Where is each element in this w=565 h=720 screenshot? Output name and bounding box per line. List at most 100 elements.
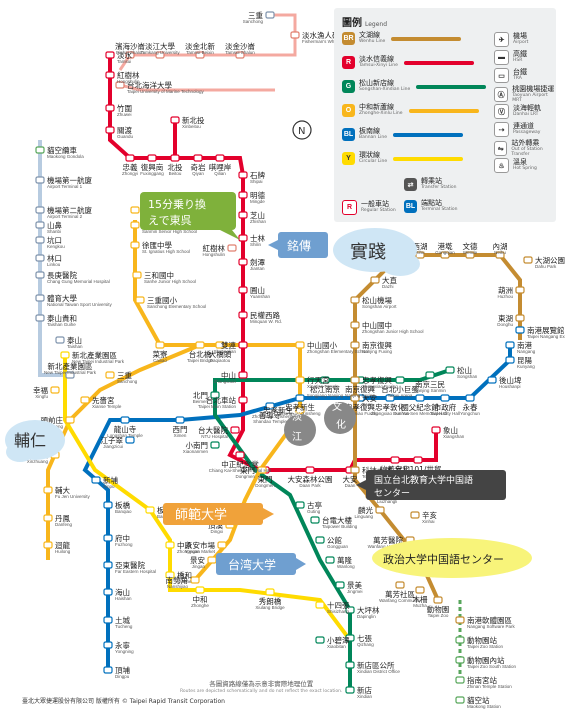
station-marker	[230, 426, 240, 434]
airport-icon: ✈	[494, 32, 509, 47]
annotation-ntnu-line1: 国立台北教育大学中国語	[374, 474, 473, 486]
annotation-nccu: 政治大学中国語センター	[372, 538, 532, 578]
station-name-en: Zhongshan Junior High School	[362, 329, 424, 334]
station-marker	[375, 506, 385, 514]
station-name-en: Xingtian Temple	[307, 384, 339, 389]
station-name-en: Taipei Main Station	[198, 404, 237, 409]
station-name: 關渡	[117, 125, 132, 135]
station-name-en: Tamkang University	[140, 50, 180, 55]
station-name-en: Shuanglian	[213, 349, 236, 354]
legend-symbol-name-en: Hot Spring	[513, 166, 537, 172]
line-badge-icon: G	[342, 80, 355, 93]
station-name-en: Dingxi	[210, 529, 223, 534]
legend-line-name-en: Wenhu Line	[359, 39, 386, 45]
station-name: 淡金北新	[185, 41, 215, 51]
station-marker	[105, 371, 115, 379]
station-name-en: Taishan	[67, 344, 83, 349]
legend-symbol-name: 淡海輕軌	[513, 104, 541, 113]
station-marker	[515, 326, 525, 334]
legend-line-name: 松山新店線	[359, 79, 394, 88]
annotation-shijian: 實踐	[333, 228, 420, 276]
station-marker	[238, 211, 248, 219]
legend-symbol-name: 站外轉乘	[511, 139, 540, 147]
station-name-en: Taipei Nangang Exhibition Center	[527, 334, 565, 339]
station-name: 圓山	[250, 285, 265, 295]
station-name: 忠孝復興	[362, 375, 392, 385]
station-marker	[345, 634, 355, 642]
legend-symbol-name: 溫泉	[513, 158, 527, 167]
station-name: 東湖	[498, 313, 513, 323]
station-name: 奇岩	[191, 162, 206, 172]
station-name: 紅樹林	[117, 70, 140, 80]
station-name-en: Zhongxiao Xinsheng	[252, 414, 294, 419]
station-name: 台北海洋大學	[127, 80, 172, 90]
station-name: 坑口	[47, 235, 62, 245]
station-name: 台北101/世貿	[395, 464, 442, 474]
station-name-en: Tamsui Shalun	[225, 50, 255, 55]
station-name-en: Hongshulin	[117, 79, 140, 84]
station-marker	[390, 456, 400, 464]
station-marker	[170, 154, 180, 162]
station-name: 小南門	[186, 440, 209, 450]
station-name: 南京三民	[415, 379, 445, 389]
station-name: 昆陽	[517, 356, 532, 365]
station-marker	[238, 191, 248, 199]
station-marker	[455, 656, 465, 664]
station-name-en: Nangang	[517, 349, 536, 354]
station-name: 中山	[221, 370, 236, 380]
station-marker	[265, 402, 275, 410]
station-marker	[465, 394, 475, 402]
station-name-en: Taipei Zoo South Station	[467, 664, 517, 669]
station-name: 石牌	[250, 170, 265, 180]
annotation-shida: 師範大学	[163, 503, 274, 525]
station-name: 大安森林公園	[288, 474, 333, 484]
station-name-en: St. Ignatius High School	[142, 249, 190, 254]
lrt-icon: Ⓥ	[494, 104, 509, 119]
station-name: 麟光	[358, 505, 373, 515]
station-name: 三重	[248, 11, 263, 20]
station-marker	[195, 586, 205, 594]
station-name: 公館	[327, 535, 342, 545]
station-name-en: Minquan W. Rd.	[250, 319, 282, 324]
station-name: 景美	[347, 580, 362, 590]
station-marker	[445, 366, 455, 374]
station-name-en: Qiaohe	[177, 579, 192, 584]
station-name: 文德	[463, 241, 478, 251]
station-name: 萬隆	[337, 555, 352, 565]
station-marker	[320, 376, 330, 384]
station-name: 幸福	[33, 386, 48, 395]
legend-symbol-name: 高鐵	[513, 50, 527, 59]
station-name: 動物園	[427, 604, 450, 614]
station-name-en: Nangang Software Park	[467, 624, 516, 629]
station-marker	[523, 256, 533, 264]
station-marker	[238, 341, 248, 349]
station-marker	[165, 571, 175, 579]
station-name: 江子翠	[101, 436, 124, 445]
station-marker	[207, 556, 217, 564]
station-name: 內湖	[493, 242, 508, 251]
station-name: 大安	[343, 474, 358, 484]
station-name-en: Dahu Park	[535, 264, 557, 269]
station-name: 動物園內站	[467, 655, 505, 665]
station-name: 明德	[250, 190, 265, 200]
station-name: 三和國中	[144, 270, 174, 280]
station-marker	[43, 514, 53, 522]
station-marker	[80, 396, 90, 404]
station-name-en: Yongchun	[460, 411, 480, 416]
station-name: 行天宮	[307, 375, 330, 385]
station-name-en: Huilong	[55, 549, 71, 554]
station-name-en: Donghu	[497, 322, 513, 327]
station-name-en: Maokong Gondola	[47, 154, 84, 159]
airport-mrt-icon: Ⓐ	[494, 87, 509, 102]
station-name: 新埔	[103, 475, 118, 485]
station-name-en: Banqiao	[115, 509, 132, 514]
station-name-en: Nanjing Sanmin	[414, 388, 446, 393]
station-name: 橋和	[177, 570, 192, 580]
station-name: 府中	[115, 533, 130, 543]
station-marker	[217, 541, 227, 549]
legend-line-name-en: Tamsui-Xinyi Line	[359, 63, 398, 69]
annotation-shijian-text: 實踐	[350, 242, 386, 263]
annotation-shida-text: 師範大学	[175, 507, 227, 523]
